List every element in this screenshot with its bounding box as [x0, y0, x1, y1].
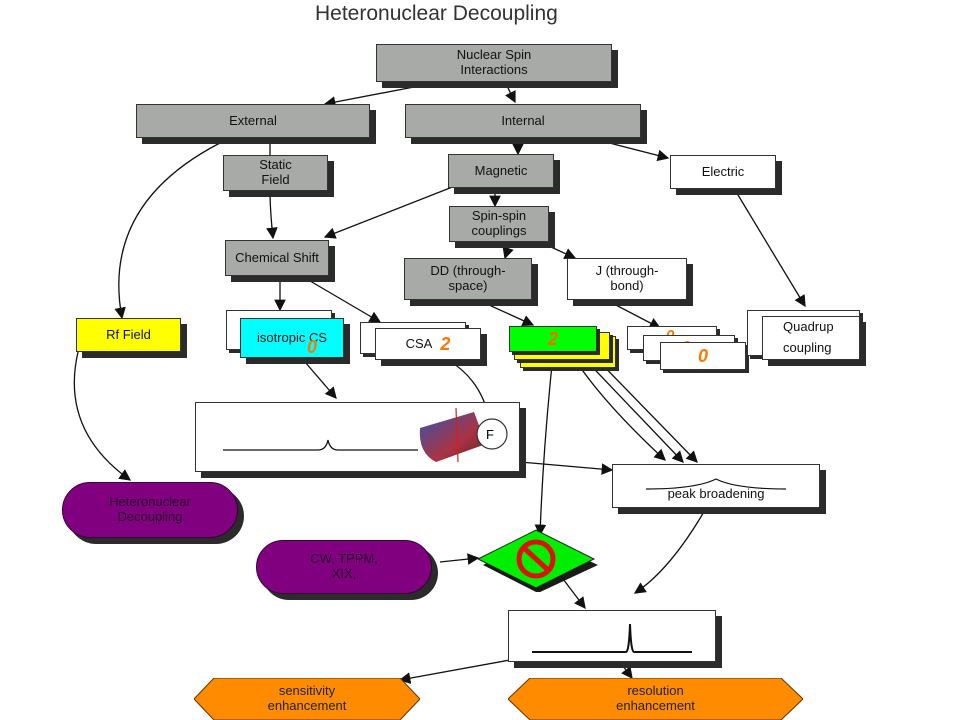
isotropic-cs-box: isotropic CS 0 — [240, 318, 344, 358]
sharp-peak-line — [532, 623, 692, 653]
dd-coupling-box: 2 — [509, 326, 597, 352]
csa-box: CSA 2 — [375, 328, 481, 360]
external-box: External — [136, 104, 370, 138]
sharp-spectrum-box — [508, 610, 716, 662]
j-stack-box-3: 0 — [660, 342, 746, 370]
heteronuclear-decoupling-pill: Heteronuclear Decoupling — [62, 482, 238, 538]
dd-through-space-box: DD (through-space) — [404, 258, 532, 300]
rf-field-box: Rf Field — [76, 318, 181, 352]
j-through-bond-box: J (through-bond) — [567, 258, 687, 300]
isotropic-spectrum-line — [223, 439, 418, 451]
sensitivity-enhancement-hex: sensitivity enhancement — [194, 678, 420, 720]
dd-coupling-value: 2 — [547, 328, 558, 349]
resolution-enhancement-hex: resolution enhancement — [508, 678, 803, 720]
spin-spin-couplings-box: Spin-spin couplings — [449, 206, 549, 242]
diagram-title: Heteronuclear Decoupling — [315, 2, 558, 25]
peak-broadening-box: peak broadening — [612, 464, 820, 508]
isotropic-cs-value: 0 — [307, 337, 318, 357]
quadrupolar-box: Quadrup coupling — [762, 316, 860, 360]
no-symbol-icon — [516, 539, 556, 579]
prohibition-diamond — [476, 529, 598, 592]
nuclear-spin-interactions-box: Nuclear Spin Interactions — [376, 44, 612, 82]
magnetic-box: Magnetic — [448, 154, 554, 188]
broad-peak-line — [645, 477, 787, 490]
electric-box: Electric — [670, 155, 776, 189]
csa-value: 2 — [440, 333, 451, 354]
rotor-label: F — [486, 427, 494, 442]
static-field-box: Static Field — [223, 155, 328, 191]
j-value-3: 0 — [697, 345, 708, 366]
chemical-shift-box: Chemical Shift — [225, 240, 329, 276]
rotor-icon: F — [419, 407, 508, 463]
internal-box: Internal — [405, 104, 641, 138]
decoupling-methods-pill: CW, TPPM, XIX, — [256, 540, 432, 594]
